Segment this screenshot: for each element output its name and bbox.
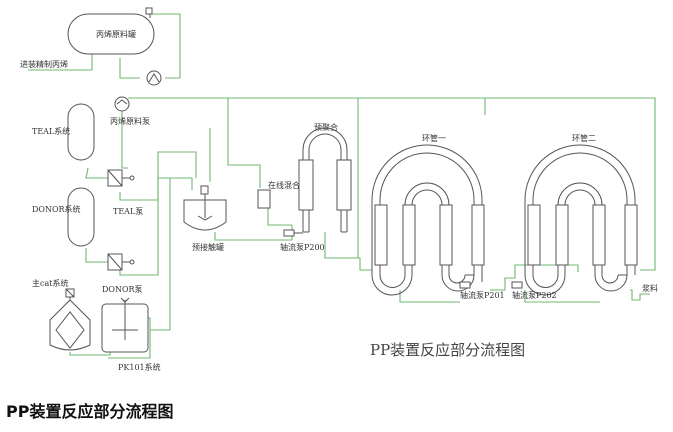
pk101-system-label: PK101系统	[118, 362, 161, 372]
loop-reactor-1	[371, 144, 485, 296]
loop-1-label: 环管一	[422, 133, 446, 143]
donor-pump-label: DONOR泵	[102, 285, 143, 294]
donor-pump-icon	[107, 253, 135, 271]
propylene-tank-label: 丙烯原料罐	[96, 29, 136, 39]
pk101-vessel	[101, 297, 149, 353]
propylene-pump-label: 丙烯原料泵	[110, 116, 150, 126]
propylene-feed-tank: 丙烯原料罐	[67, 7, 155, 55]
loop-reactor-2	[511, 144, 638, 296]
feed-in-label: 进装精制丙烯	[20, 59, 68, 69]
inline-mixer	[257, 189, 271, 209]
slurry-label: 浆料	[642, 283, 658, 293]
propylene-pump-icon	[114, 96, 130, 112]
precontact-tank	[183, 185, 227, 231]
inline-mixer-label: 在线混合器	[268, 180, 308, 190]
main-cat-system-label: 主cat系统	[32, 278, 68, 288]
main-cat-vessel	[49, 288, 91, 351]
prepolymerizer-loop	[283, 127, 352, 237]
donor-vessel	[67, 187, 95, 247]
heat-exchanger-icon	[146, 70, 162, 86]
loop-2-label: 环管二	[572, 133, 596, 143]
precontact-tank-label: 预接触罐	[192, 242, 224, 252]
teal-pump-icon	[107, 169, 135, 187]
teal-vessel	[67, 103, 95, 161]
axial-pump-p200-label: 轴流泵P200	[280, 242, 325, 252]
prepolymerizer-label: 预聚合	[314, 122, 338, 132]
axial-pump-p201-label: 轴流泵P201	[460, 290, 505, 300]
axial-pump-p202-label: 轴流泵P202	[512, 290, 557, 300]
process-piping	[28, 13, 656, 359]
teal-pump-label: TEAL泵	[113, 207, 143, 216]
teal-system-label: TEAL系统	[32, 126, 70, 136]
diagram-title: PP装置反应部分流程图	[370, 341, 525, 359]
donor-system-label: DONOR系统	[32, 204, 81, 214]
figure-caption: PP装置反应部分流程图	[6, 402, 174, 421]
